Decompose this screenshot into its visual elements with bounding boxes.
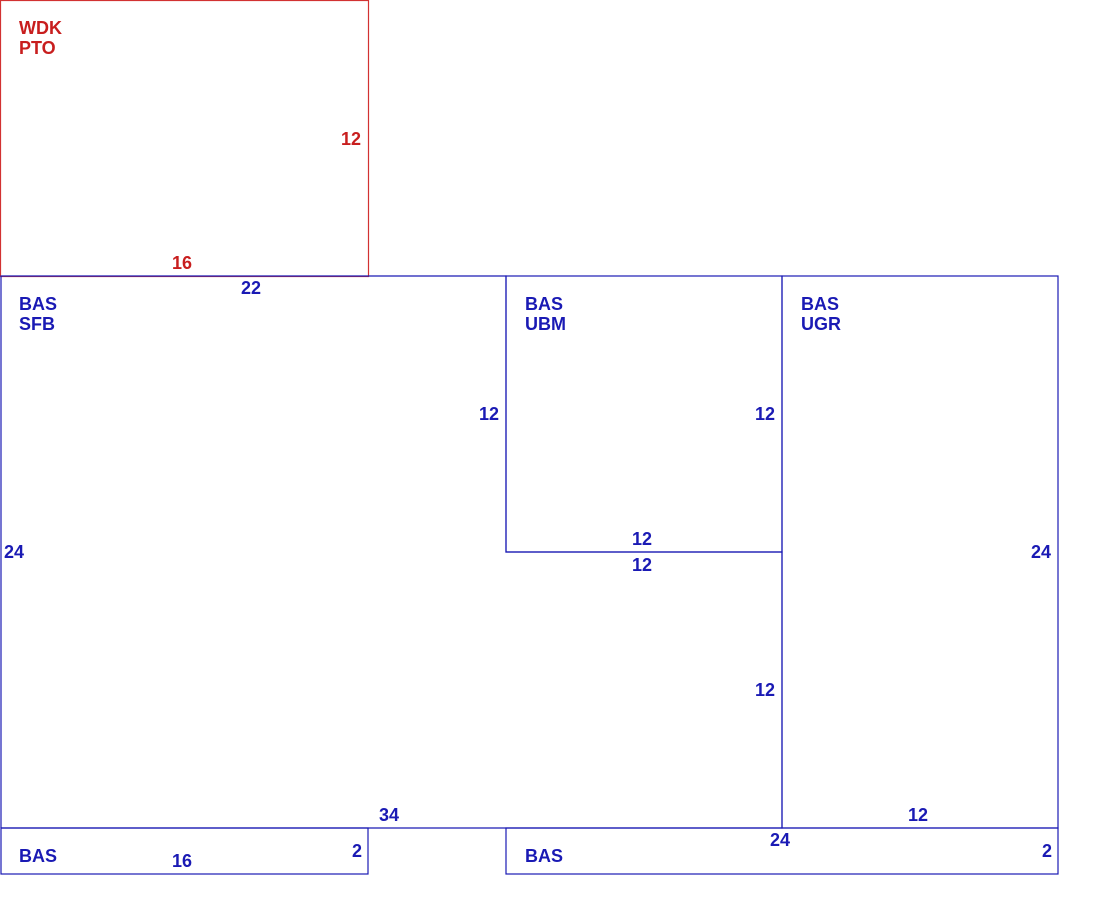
dim-bottom-left-width: 16 bbox=[172, 851, 192, 871]
deck-outline bbox=[0, 0, 370, 278]
dim-middle-right: 12 bbox=[755, 404, 775, 424]
right-sub-label: UGR bbox=[801, 314, 841, 334]
dim-main-inner-vertical: 12 bbox=[479, 404, 499, 424]
dim-middle-bottom: 12 bbox=[632, 529, 652, 549]
dim-right-side: 24 bbox=[1031, 542, 1051, 562]
dim-main-top: 22 bbox=[241, 278, 261, 298]
dim-main-left: 24 bbox=[4, 542, 24, 562]
bottom-left-code-label: BAS bbox=[19, 846, 57, 866]
bottom-left-strip bbox=[0, 827, 369, 875]
main-code-label: BAS bbox=[19, 294, 57, 314]
dim-middle-lower-top: 12 bbox=[632, 555, 652, 575]
dim-middle-lower-right: 12 bbox=[755, 680, 775, 700]
deck-code-label: WDK bbox=[19, 18, 62, 38]
middle-sub-label: UBM bbox=[525, 314, 566, 334]
deck-sub-label: PTO bbox=[19, 38, 56, 58]
middle-code-label: BAS bbox=[525, 294, 563, 314]
dim-bottom-right-height: 2 bbox=[1042, 841, 1052, 861]
dim-bottom-left-height: 2 bbox=[352, 841, 362, 861]
right-code-label: BAS bbox=[801, 294, 839, 314]
dim-deck-right: 12 bbox=[341, 129, 361, 149]
main-sub-label: SFB bbox=[19, 314, 55, 334]
dim-right-bottom: 12 bbox=[908, 805, 928, 825]
bottom-right-code-label: BAS bbox=[525, 846, 563, 866]
right-room-outline bbox=[781, 275, 1059, 829]
dim-deck-bottom: 16 bbox=[172, 253, 192, 273]
bottom-right-strip bbox=[505, 827, 1059, 875]
dim-main-bottom: 34 bbox=[379, 805, 399, 825]
dim-bottom-right-width: 24 bbox=[770, 830, 790, 850]
